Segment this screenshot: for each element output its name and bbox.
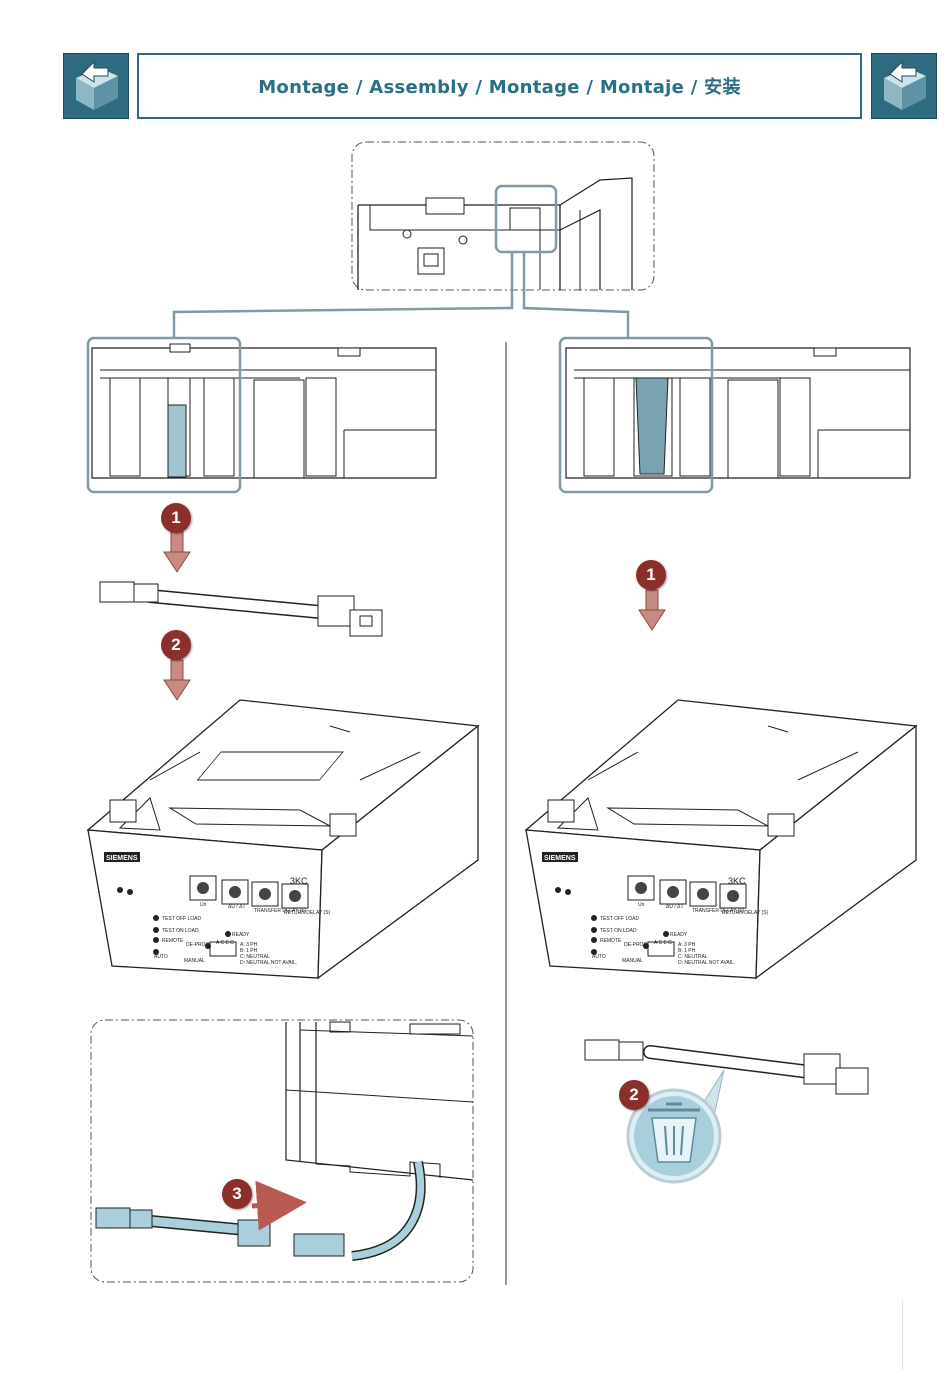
step-badge: 3: [222, 1179, 252, 1209]
svg-text:READY: READY: [670, 932, 688, 938]
svg-text:MANUAL: MANUAL: [622, 958, 643, 964]
svg-text:Un: Un: [200, 902, 207, 908]
svg-text:C: NEUTRAL: C: NEUTRAL: [678, 954, 708, 960]
svg-text:AUTO: AUTO: [154, 954, 168, 960]
device-panel-text-left: SIEMENS 3KC TEST OFF LOAD TEST ON LOAD R…: [106, 855, 331, 966]
svg-text:ΔU / ΔT: ΔU / ΔT: [666, 904, 684, 910]
step-badge: 2: [619, 1080, 649, 1110]
left-detail-view: [86, 336, 437, 494]
top-detail-view: [172, 141, 655, 338]
step-badge: 1: [636, 560, 666, 590]
3kc-device: [86, 699, 480, 980]
right-detail-view: [558, 336, 911, 494]
arrow-down-icon: [163, 659, 191, 701]
page-header: Montage / Assembly / Montage / Montaje /…: [137, 53, 862, 119]
3kc-device: [524, 699, 918, 980]
arrow-down-icon: [638, 589, 666, 631]
svg-text:DE-PROG: DE-PROG: [186, 942, 209, 948]
svg-text:READY: READY: [232, 932, 250, 938]
svg-text:RETURN DELAY (S): RETURN DELAY (S): [284, 910, 331, 916]
page-edge-line: [902, 1300, 903, 1370]
svg-text:A: 3 PH: A: 3 PH: [678, 942, 696, 948]
svg-text:Un: Un: [638, 902, 645, 908]
svg-text:A C E G: A C E G: [654, 940, 672, 946]
svg-text:TRANSFER DELAY (S): TRANSFER DELAY (S): [254, 908, 307, 914]
cable-connector: [99, 581, 383, 637]
svg-text:3KC: 3KC: [728, 876, 746, 886]
svg-text:REMOTE: REMOTE: [600, 938, 622, 944]
trash-bin-icon: [626, 1069, 725, 1184]
svg-text:3KC: 3KC: [290, 876, 308, 886]
svg-text:DE-PROG: DE-PROG: [624, 942, 647, 948]
svg-text:D: NEUTRAL NOT AVAIL.: D: NEUTRAL NOT AVAIL.: [240, 960, 297, 966]
svg-text:SIEMENS: SIEMENS: [544, 855, 576, 862]
box-arrow-icon: [871, 53, 937, 119]
svg-text:TEST ON LOAD: TEST ON LOAD: [600, 928, 637, 934]
svg-text:B: 1 PH: B: 1 PH: [678, 948, 696, 954]
bottom-detail-view: [90, 1019, 474, 1283]
svg-text:RETURN DELAY (S): RETURN DELAY (S): [722, 910, 769, 916]
svg-text:REMOTE: REMOTE: [162, 938, 184, 944]
cable-connector: [584, 1039, 869, 1095]
svg-text:TEST OFF LOAD: TEST OFF LOAD: [600, 916, 639, 922]
svg-text:TEST OFF LOAD: TEST OFF LOAD: [162, 916, 201, 922]
svg-text:A C E G: A C E G: [216, 940, 234, 946]
page-title: Montage / Assembly / Montage / Montaje /…: [258, 77, 741, 98]
svg-text:C: NEUTRAL: C: NEUTRAL: [240, 954, 270, 960]
step-badge: 2: [161, 630, 191, 660]
svg-text:B: 1 PH: B: 1 PH: [240, 948, 258, 954]
svg-text:D: NEUTRAL NOT AVAIL.: D: NEUTRAL NOT AVAIL.: [678, 960, 735, 966]
arrow-down-icon: [163, 531, 191, 573]
svg-text:TEST ON LOAD: TEST ON LOAD: [162, 928, 199, 934]
svg-text:A: 3 PH: A: 3 PH: [240, 942, 258, 948]
svg-text:AUTO: AUTO: [592, 954, 606, 960]
svg-text:MANUAL: MANUAL: [184, 958, 205, 964]
device-panel-text-right: SIEMENS 3KC TEST OFF LOAD TEST ON LOAD R…: [544, 855, 769, 966]
svg-text:ΔU / ΔT: ΔU / ΔT: [228, 904, 246, 910]
svg-text:TRANSFER DELAY (S): TRANSFER DELAY (S): [692, 908, 745, 914]
svg-text:SIEMENS: SIEMENS: [106, 855, 138, 862]
step-badge: 1: [161, 503, 191, 533]
box-arrow-icon: [63, 53, 129, 119]
